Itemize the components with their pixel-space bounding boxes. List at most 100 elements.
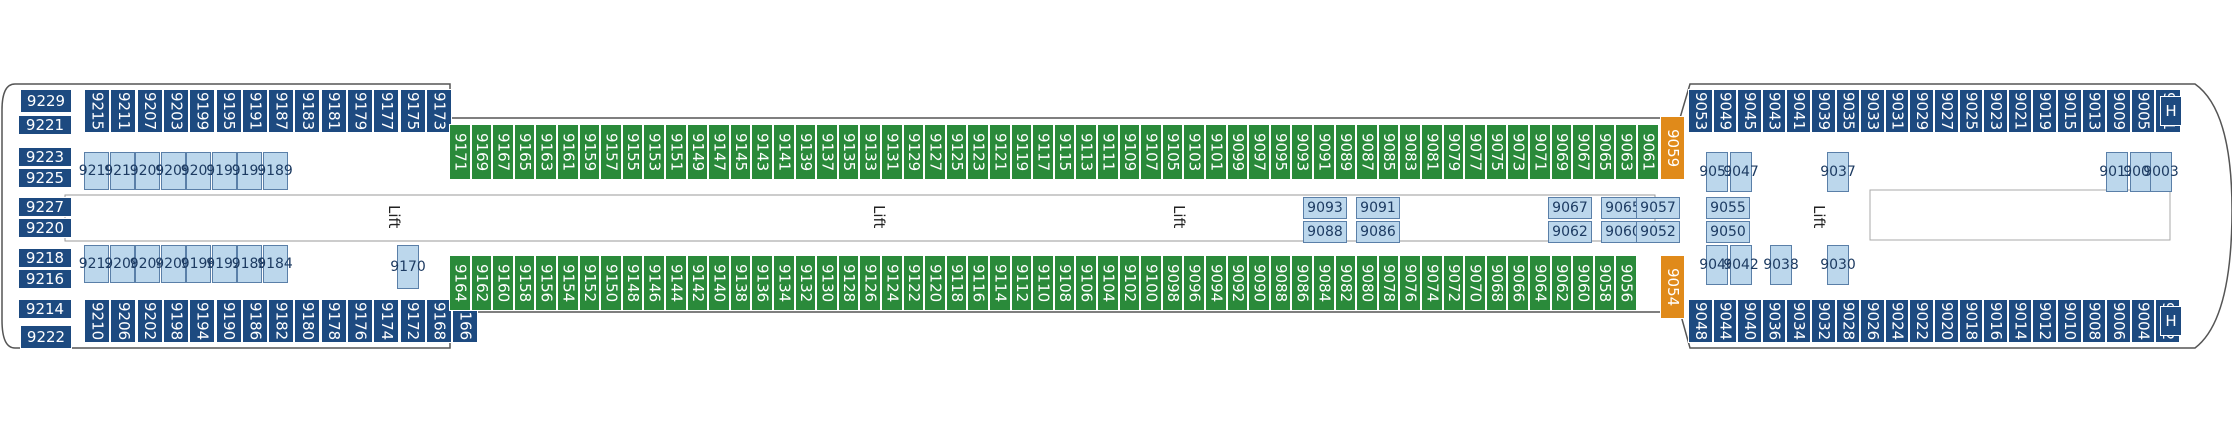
cabin-9174[interactable]: 9174: [373, 299, 400, 343]
cabin-9068[interactable]: 9068: [1485, 255, 1508, 311]
cabin-9182[interactable]: 9182: [268, 299, 295, 343]
cabin-9181[interactable]: 9181: [320, 89, 347, 133]
cabin-9178[interactable]: 9178: [320, 299, 347, 343]
cabin-9145[interactable]: 9145: [729, 124, 752, 180]
cabin-9188[interactable]: 9188: [232, 245, 267, 283]
cabin-9117[interactable]: 9117: [1032, 124, 1054, 180]
cabin-9083[interactable]: 9083: [1399, 124, 1421, 180]
cabin-9018[interactable]: 9018: [1958, 299, 1984, 343]
cabin-9104[interactable]: 9104: [1097, 255, 1119, 311]
cabin-9115[interactable]: 9115: [1053, 124, 1076, 180]
cabin-9010[interactable]: 9010: [2057, 299, 2082, 343]
cabin-9200[interactable]: 9200: [155, 245, 191, 283]
cabin-9091[interactable]: 9091: [1313, 124, 1335, 180]
cabin-9009[interactable]: 9009: [2106, 89, 2131, 133]
cabin-9144[interactable]: 9144: [665, 255, 687, 311]
cabin-9130[interactable]: 9130: [816, 255, 838, 311]
cabin-9194[interactable]: 9194: [189, 299, 216, 343]
cabin-9003[interactable]: 9003: [2143, 152, 2179, 192]
cabin-9137[interactable]: 9137: [816, 124, 838, 180]
cabin-9084[interactable]: 9084: [1313, 255, 1335, 311]
cabin-9177[interactable]: 9177: [373, 89, 400, 133]
cabin-9197[interactable]: 9197: [206, 152, 242, 190]
cabin-9097[interactable]: 9097: [1248, 124, 1270, 180]
cabin-9103[interactable]: 9103: [1183, 124, 1205, 180]
cabin-9086[interactable]: 9086: [1291, 255, 1313, 311]
cabin-9065[interactable]: 9065: [1601, 197, 1645, 219]
cabin-9062[interactable]: 9062: [1550, 255, 1573, 311]
cabin-9058[interactable]: 9058: [1593, 255, 1616, 311]
cabin-9043[interactable]: 9043: [1761, 89, 1787, 133]
cabin-9189[interactable]: 9189: [257, 152, 293, 190]
cabin-9027[interactable]: 9027: [1934, 89, 1959, 133]
cabin-9059[interactable]: 9059: [1660, 116, 1685, 180]
cabin-9029[interactable]: 9029: [1909, 89, 1934, 133]
cabin-9046[interactable]: 9046: [1699, 245, 1735, 285]
cabin-9096[interactable]: 9096: [1183, 255, 1205, 311]
cabin-9111[interactable]: 9111: [1097, 124, 1119, 180]
cabin-9135[interactable]: 9135: [837, 124, 860, 180]
cabin-9192[interactable]: 9192: [206, 245, 242, 283]
cabin-9176[interactable]: 9176: [347, 299, 373, 343]
cabin-9112[interactable]: 9112: [1010, 255, 1033, 311]
cabin-9022[interactable]: 9022: [1909, 299, 1934, 343]
cabin-9057[interactable]: 9057: [1636, 197, 1680, 219]
cabin-9092[interactable]: 9092: [1226, 255, 1249, 311]
cabin-9016[interactable]: 9016: [1983, 299, 2008, 343]
cabin-9113[interactable]: 9113: [1075, 124, 1097, 180]
cabin-9099[interactable]: 9099: [1226, 124, 1249, 180]
cabin-9175[interactable]: 9175: [399, 89, 426, 133]
cabin-9227[interactable]: 9227: [18, 197, 72, 217]
cabin-9173[interactable]: 9173: [425, 89, 452, 133]
cabin-9079[interactable]: 9079: [1442, 124, 1465, 180]
cabin-9118[interactable]: 9118: [945, 255, 968, 311]
cabin-9025[interactable]: 9025: [1958, 89, 1984, 133]
cabin-9051[interactable]: 9051: [1699, 152, 1735, 192]
cabin-9089[interactable]: 9089: [1334, 124, 1357, 180]
cabin-9080[interactable]: 9080: [1356, 255, 1378, 311]
cabin-9122[interactable]: 9122: [902, 255, 925, 311]
cabin-9078[interactable]: 9078: [1377, 255, 1400, 311]
cabin-9168[interactable]: 9168: [425, 299, 452, 343]
cabin-9164[interactable]: 9164: [449, 255, 471, 311]
cabin-9004[interactable]: 9004: [2130, 299, 2156, 343]
cabin-9187[interactable]: 9187: [268, 89, 295, 133]
cabin-9215[interactable]: 9215: [84, 89, 110, 133]
cabin-9102[interactable]: 9102: [1118, 255, 1141, 311]
cabin-9213[interactable]: 9213: [104, 152, 140, 190]
cabin-9180[interactable]: 9180: [294, 299, 321, 343]
cabin-9062[interactable]: 9062: [1548, 221, 1592, 243]
cabin-9124[interactable]: 9124: [881, 255, 903, 311]
cabin-9024[interactable]: 9024: [1884, 299, 1910, 343]
cabin-9131[interactable]: 9131: [881, 124, 903, 180]
cabin-9203[interactable]: 9203: [162, 89, 189, 133]
cabin-9125[interactable]: 9125: [945, 124, 968, 180]
cabin-9141[interactable]: 9141: [773, 124, 795, 180]
cabin-9128[interactable]: 9128: [837, 255, 860, 311]
cabin-9067[interactable]: 9067: [1572, 124, 1594, 180]
cabin-9021[interactable]: 9021: [2007, 89, 2033, 133]
cabin-9206[interactable]: 9206: [110, 299, 137, 343]
cabin-9077[interactable]: 9077: [1464, 124, 1486, 180]
cabin-9196[interactable]: 9196: [181, 245, 216, 283]
cabin-9191[interactable]: 9191: [241, 89, 268, 133]
cabin-9183[interactable]: 9183: [294, 89, 321, 133]
cabin-9072[interactable]: 9072: [1442, 255, 1465, 311]
cabin-9210[interactable]: 9210: [84, 299, 110, 343]
cabin-9040[interactable]: 9040: [1737, 299, 1762, 343]
cabin-9047[interactable]: 9047: [1723, 152, 1759, 192]
cabin-9052[interactable]: 9052: [1636, 221, 1680, 243]
cabin-9095[interactable]: 9095: [1269, 124, 1292, 180]
cabin-9211[interactable]: 9211: [110, 89, 137, 133]
cabin-9157[interactable]: 9157: [600, 124, 622, 180]
cabin-9198[interactable]: 9198: [162, 299, 189, 343]
cabin-9033[interactable]: 9033: [1860, 89, 1885, 133]
cabin-9036[interactable]: 9036: [1761, 299, 1787, 343]
cabin-9098[interactable]: 9098: [1161, 255, 1184, 311]
cabin-9216[interactable]: 9216: [18, 269, 72, 289]
cabin-9139[interactable]: 9139: [794, 124, 817, 180]
cabin-9186[interactable]: 9186: [241, 299, 268, 343]
cabin-9148[interactable]: 9148: [621, 255, 644, 311]
cabin-9055[interactable]: 9055: [1706, 197, 1750, 219]
cabin-9073[interactable]: 9073: [1507, 124, 1529, 180]
